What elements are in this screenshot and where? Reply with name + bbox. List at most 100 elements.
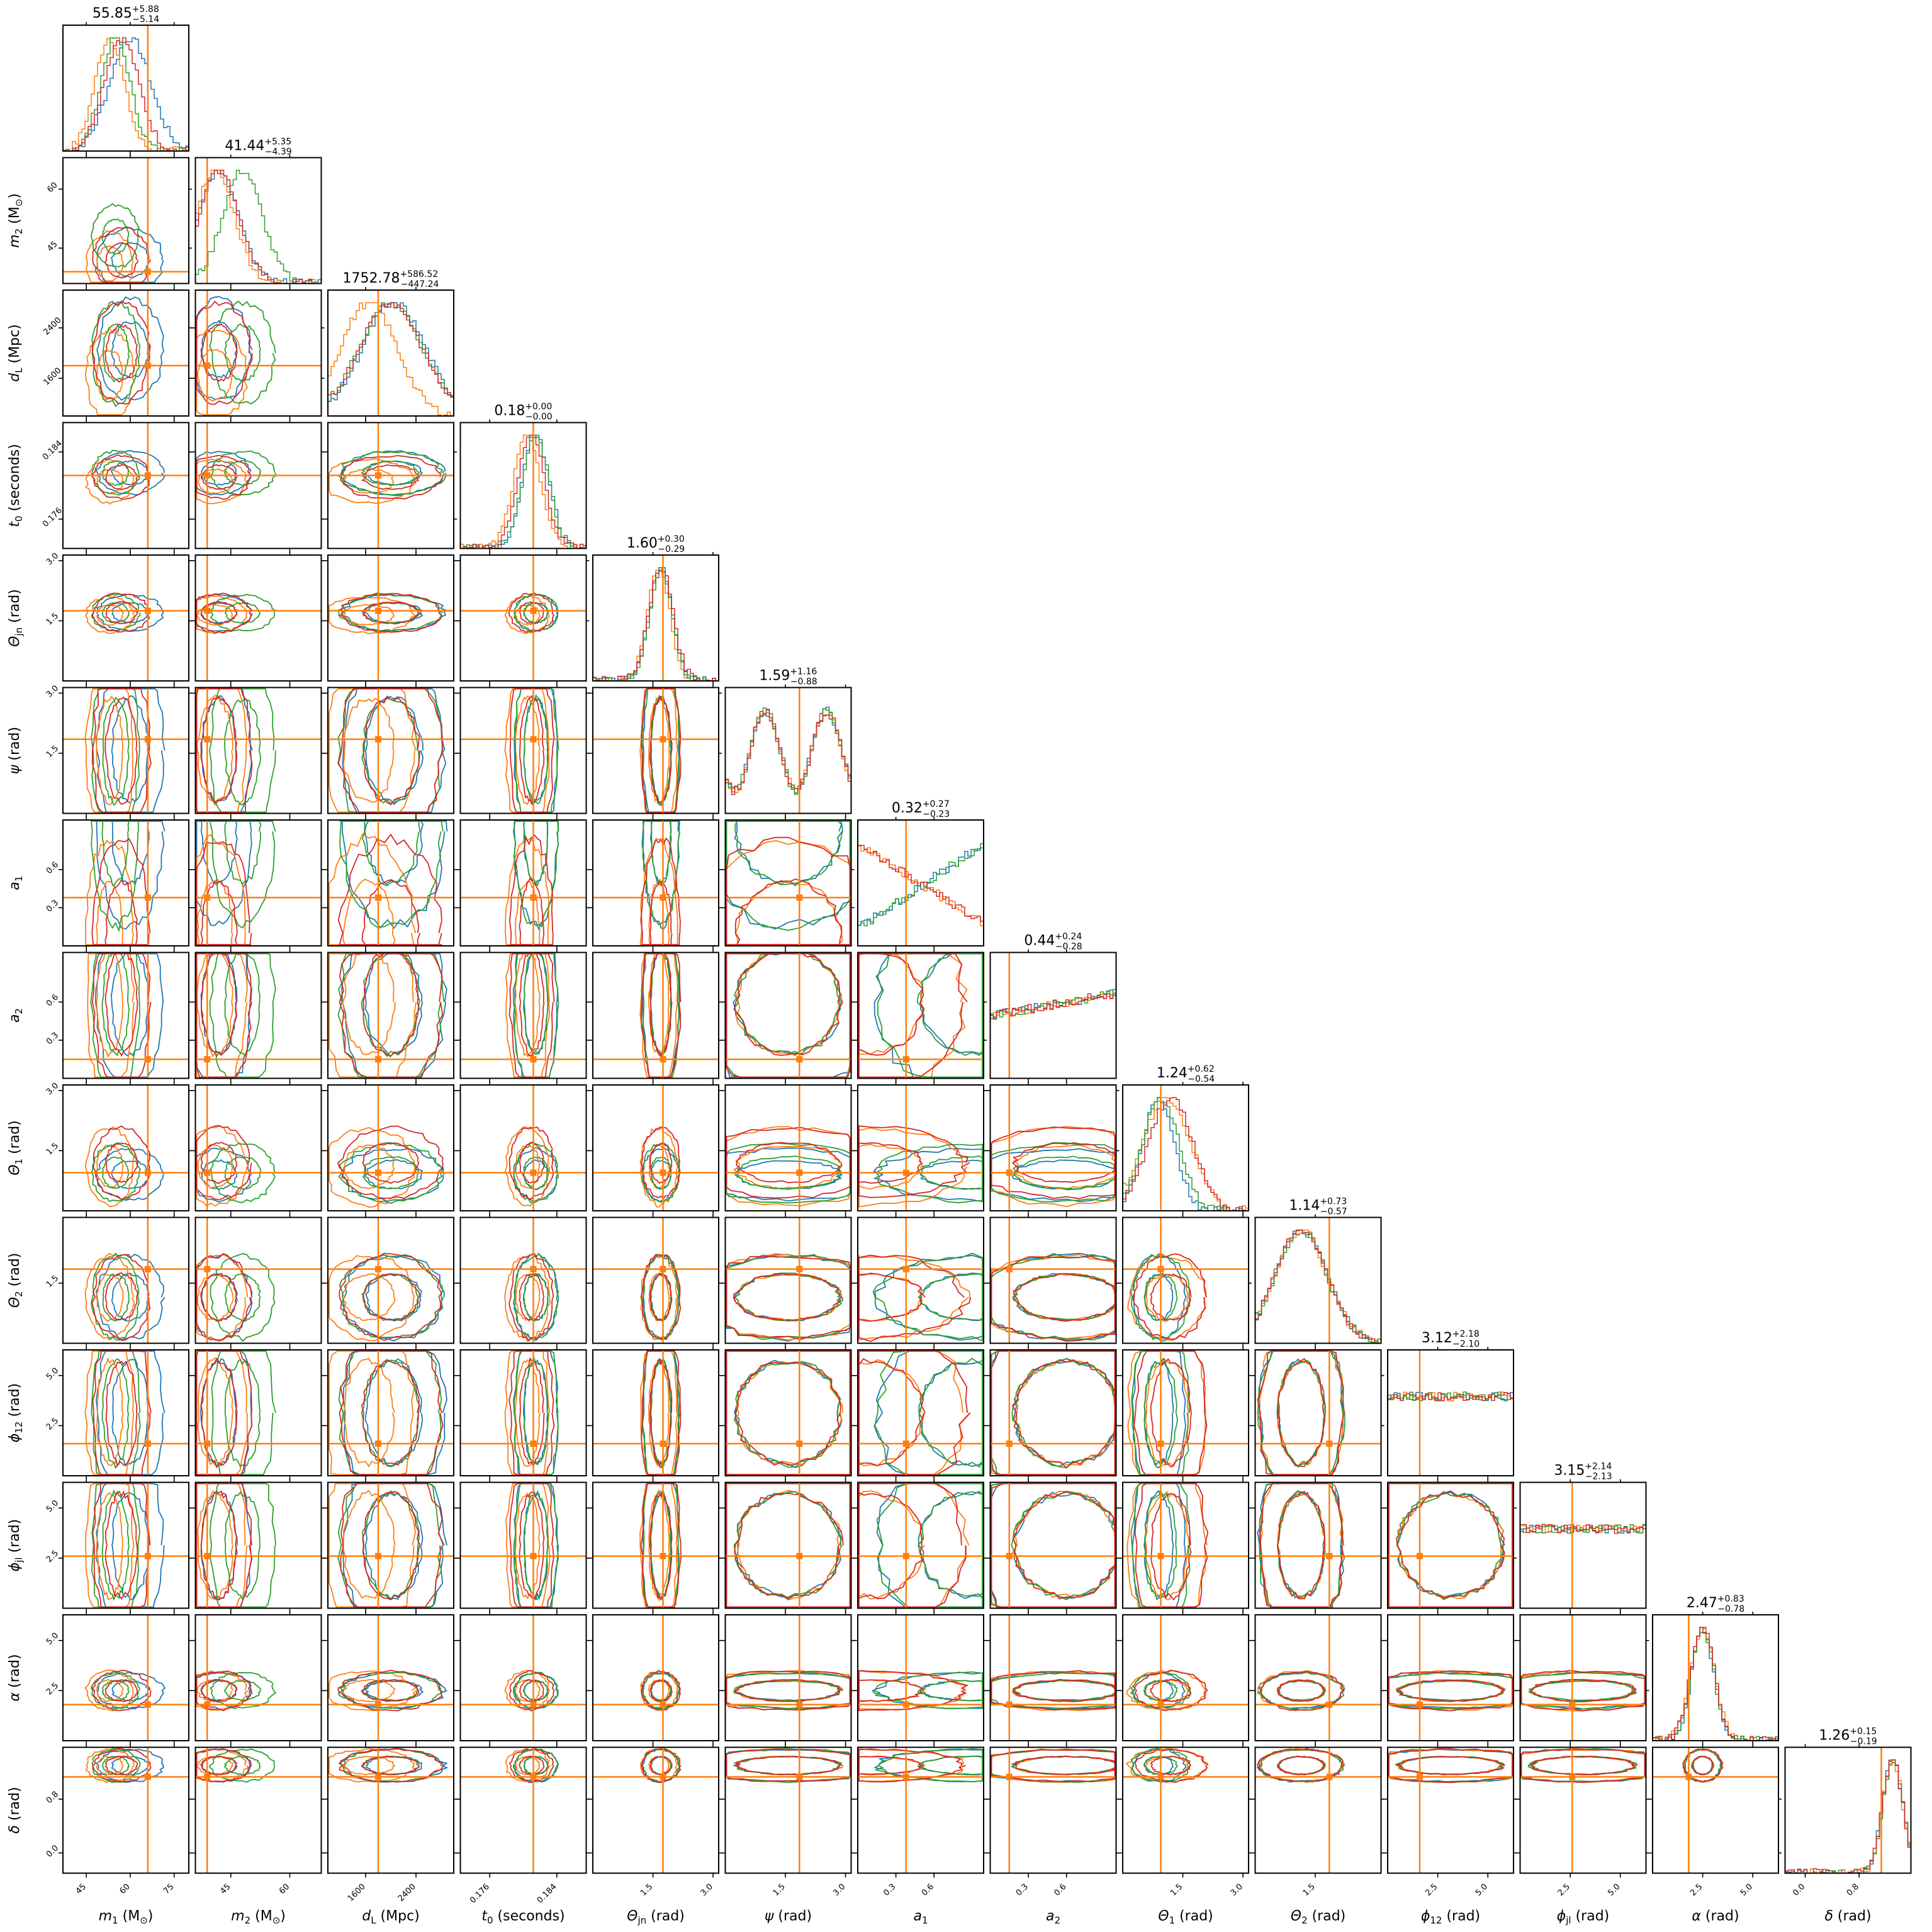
panel-dL-psi xyxy=(323,684,457,818)
contour-orange xyxy=(96,468,124,495)
contour-green xyxy=(1130,1671,1192,1710)
contour-red xyxy=(91,1670,152,1711)
y-tick-label: 0.176 xyxy=(41,506,64,529)
contour-orange xyxy=(197,1490,234,1600)
contour-red xyxy=(196,454,252,500)
contour-red xyxy=(519,1357,545,1467)
contour-red xyxy=(509,688,555,813)
panel-m1-phi12: 2.55.0 xyxy=(45,1347,192,1480)
panel-frame xyxy=(194,1614,322,1741)
panel-a2-theta2 xyxy=(986,1214,1120,1348)
contour-red xyxy=(1520,1670,1646,1712)
contour-green xyxy=(513,593,559,632)
contour-red xyxy=(361,1359,420,1466)
panel-frame xyxy=(459,687,587,814)
contour-red xyxy=(196,1125,252,1201)
contour-green xyxy=(726,1254,851,1340)
truth-marker xyxy=(660,894,666,901)
panel-a1-alpha xyxy=(853,1612,987,1745)
x-tick-label: 60 xyxy=(118,1882,132,1896)
panel-frame xyxy=(724,819,852,946)
contour-blue xyxy=(342,1351,447,1475)
contour-blue xyxy=(734,821,843,887)
contour-orange xyxy=(96,1491,123,1600)
contour-blue xyxy=(1132,1252,1187,1340)
axis-label-dL: dL (Mpc) xyxy=(7,324,25,382)
y-tick-label: 0.6 xyxy=(45,860,60,876)
contour-green xyxy=(524,1755,549,1775)
truth-marker xyxy=(902,1169,909,1176)
histogram-red xyxy=(1387,1392,1514,1476)
panel-frame xyxy=(1652,1746,1779,1874)
contour-red xyxy=(991,1483,1116,1608)
panel-psi-phi12 xyxy=(721,1347,855,1480)
panel-frame xyxy=(857,1084,984,1211)
contour-red xyxy=(362,695,421,806)
contour-red xyxy=(519,601,544,624)
contour-green xyxy=(734,821,843,885)
contour-orange xyxy=(343,1357,395,1468)
panel-title-t0: 0.18+0.00−0.00 xyxy=(494,402,552,422)
contour-green xyxy=(1684,1748,1722,1783)
truth-marker xyxy=(1326,1701,1333,1708)
panel-frame xyxy=(62,289,189,417)
contour-red xyxy=(1013,1273,1116,1322)
histogram-orange xyxy=(1387,1391,1514,1476)
truth-marker xyxy=(902,1701,909,1708)
contour-red xyxy=(337,688,444,813)
panel-t0-psi xyxy=(456,684,590,818)
contour-red xyxy=(726,1748,851,1782)
x-tick-label: 45 xyxy=(218,1882,232,1896)
truth-marker xyxy=(660,1056,666,1063)
contour-blue xyxy=(342,688,447,813)
contour-green xyxy=(224,821,262,885)
panel-psi-phijl xyxy=(721,1479,855,1613)
contour-red xyxy=(339,592,442,633)
panel-frame xyxy=(194,1216,322,1344)
panel-dL-theta2 xyxy=(323,1214,457,1348)
contour-orange xyxy=(640,1351,678,1475)
x-tick-label: 1.5 xyxy=(639,1882,654,1898)
contour-green xyxy=(224,1358,261,1468)
truth-marker xyxy=(796,894,803,901)
panel-a2-a2: 0.44+0.24−0.28 xyxy=(989,932,1117,1083)
x-tick-label: 3.0 xyxy=(1229,1882,1245,1898)
contour-orange xyxy=(858,953,925,1055)
truth-marker xyxy=(530,736,537,743)
x-tick-label: 1600 xyxy=(346,1882,368,1904)
truth-marker xyxy=(375,1553,381,1559)
contour-orange xyxy=(1388,1483,1513,1608)
contour-green xyxy=(101,1680,130,1702)
truth-marker xyxy=(204,1553,211,1559)
contour-red xyxy=(641,1670,681,1711)
contour-red xyxy=(726,1670,851,1710)
histogram-orange xyxy=(1784,1759,1912,1874)
contour-orange xyxy=(726,1351,851,1475)
contour-red xyxy=(1530,1678,1637,1703)
x-tick-label: 5.0 xyxy=(1739,1882,1755,1898)
panel-frame xyxy=(327,687,454,814)
panel-t0-theta1 xyxy=(456,1082,590,1215)
panel-theta2-phijl xyxy=(1250,1479,1384,1613)
histogram-red xyxy=(62,37,189,152)
contour-orange xyxy=(639,1126,678,1208)
contour-red xyxy=(508,592,555,633)
axis-label-a1: a1 xyxy=(7,875,25,890)
panel-frame xyxy=(327,1216,454,1344)
panel-a1-theta1 xyxy=(853,1082,987,1215)
truth-marker xyxy=(902,1266,909,1272)
contour-blue xyxy=(200,1159,238,1191)
contour-red xyxy=(508,953,555,1078)
contour-blue xyxy=(726,1673,851,1709)
panel-frame xyxy=(1122,1746,1249,1874)
contour-red xyxy=(641,953,682,1078)
contour-red xyxy=(200,1678,237,1702)
contour-orange xyxy=(858,1756,926,1776)
contour-red xyxy=(337,833,442,945)
axis-label-alpha: α (rad) xyxy=(7,1654,23,1701)
panel-frame xyxy=(327,1614,454,1741)
y-tick-label: 45 xyxy=(45,240,59,254)
panel-frame xyxy=(1122,1084,1249,1211)
